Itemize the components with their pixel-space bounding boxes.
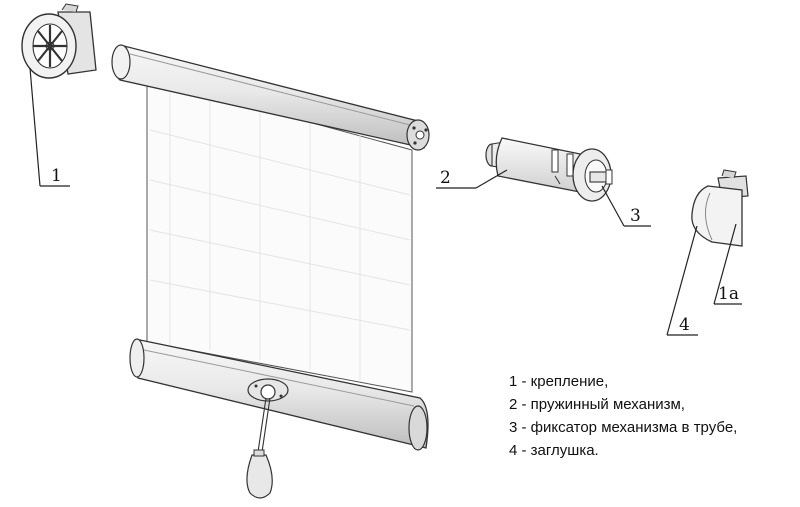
legend: 1 - крепление, 2 - пружинный механизм, 3… [509,370,737,462]
legend-item: 4 - заглушка. [509,442,599,459]
end-cap [691,169,749,247]
callout-fixer: 3 [630,206,641,226]
cord-weight [246,454,273,499]
fabric-panel [146,77,413,393]
callout-bracket: 1 [51,166,62,186]
spring-mechanism [485,137,591,194]
callout-cap: 4 [679,315,690,335]
callout-bracket-alt: 1а [718,284,739,304]
callout-spring: 2 [440,168,451,188]
leader-lines [29,67,742,336]
legend-item: 1 - крепление, [509,373,609,390]
bracket-left [21,3,97,79]
roller-tube [111,44,430,151]
legend-item: 3 - фиксатор механизма в трубе, [509,419,738,436]
pull-cord [246,378,289,499]
mechanism-fixer [572,148,613,202]
legend-item: 2 - пружинный механизм, [509,396,685,413]
